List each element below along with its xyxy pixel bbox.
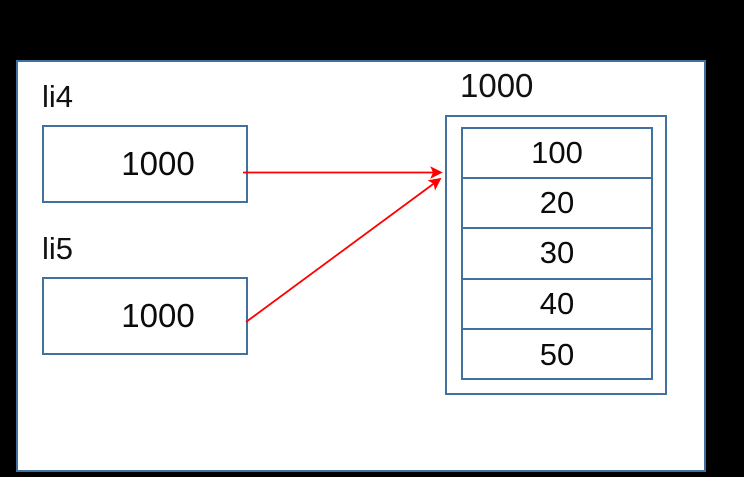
array-cell-value: 30 [539,235,575,271]
array-outer-container: 100 20 30 40 50 [445,115,667,395]
array-cell[interactable]: 20 [463,179,651,230]
array-cell[interactable]: 50 [463,330,651,380]
array-cell[interactable]: 100 [463,129,651,180]
array-cell[interactable]: 40 [463,280,651,330]
slide-canvas: li4 1000 li5 1000 1000 100 20 [16,60,706,472]
array-cell-value: 100 [531,135,583,171]
array-cell[interactable]: 30 [463,229,651,280]
array-address-label: 1000 [460,67,534,104]
pointer-label-li5: li5 [42,231,74,266]
pointer-value-li4: 1000 [121,145,195,182]
pointer-value-li5: 1000 [121,297,195,334]
pointer-box-li5[interactable]: 1000 [42,277,248,355]
array-cell-value: 20 [539,185,575,221]
array-cell-value: 50 [539,336,575,372]
array-cell-value: 40 [539,285,575,321]
pointer-box-li4[interactable]: 1000 [42,125,248,203]
array-cells-container: 100 20 30 40 50 [461,127,653,380]
pointer-label-li4: li4 [42,79,74,114]
